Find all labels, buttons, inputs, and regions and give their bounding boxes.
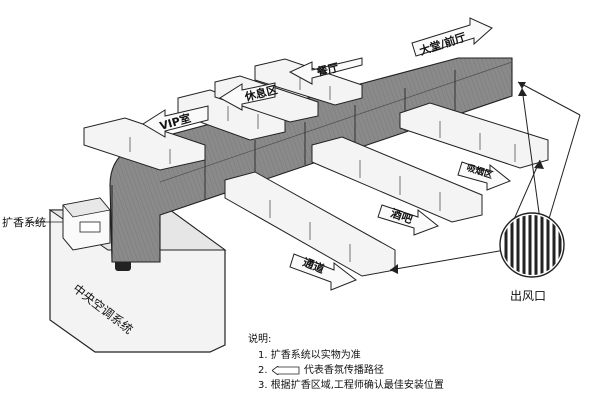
legend-notes: 说明: 1. 扩香系统以实物为准 2. 代表香氛传播路径 3. 根据扩香区域,工… bbox=[248, 332, 548, 393]
outlet-label: 出风口 bbox=[510, 289, 546, 303]
arrow-restaurant: 餐厅 bbox=[288, 57, 363, 85]
svg-text:酒吧: 酒吧 bbox=[389, 207, 414, 227]
arrow-legend-icon bbox=[271, 365, 300, 375]
arrow-vip: VIP室 bbox=[142, 105, 209, 138]
arrow-smoking: 吸烟区 bbox=[457, 161, 511, 191]
outlet-callout: 出风口 bbox=[389, 81, 581, 303]
arrow-lobby: 大堂/前厅 bbox=[411, 17, 493, 58]
scent-arrows: 大堂/前厅 餐厅 休息区 VIP室 吸烟区 酒吧 通道 bbox=[142, 17, 511, 291]
diffuser-machine bbox=[28, 197, 111, 251]
arrow-bar: 酒吧 bbox=[377, 204, 439, 236]
branch-ducts bbox=[83, 58, 549, 277]
svg-text:餐厅: 餐厅 bbox=[314, 60, 340, 79]
note-item-2: 2. 代表香氛传播路径 bbox=[258, 365, 384, 376]
notes-title: 说明: bbox=[248, 334, 272, 345]
diffuser-label: 扩香系统 bbox=[2, 215, 46, 229]
note-item-1: 1. 扩香系统以实物为准 bbox=[258, 350, 361, 361]
note-item-3: 3. 根据扩香区域,工程师确认最佳安装位置 bbox=[258, 380, 444, 391]
